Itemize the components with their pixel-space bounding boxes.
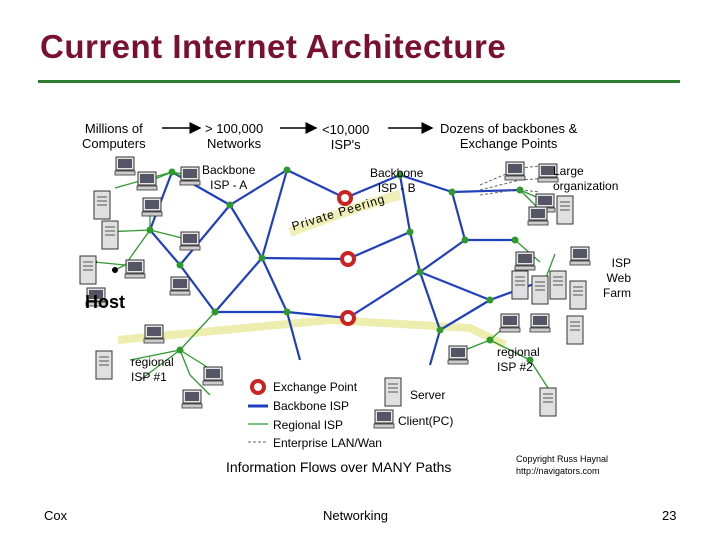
legend-backbone-isp: Backbone ISP bbox=[273, 399, 350, 413]
label-isp-web-farm: ISP Web Farm bbox=[603, 256, 631, 300]
label-regional-1: regional ISP #1 bbox=[131, 355, 174, 384]
regional-band bbox=[117, 315, 507, 349]
backbone-links bbox=[148, 169, 546, 366]
caption: Information Flows over MANY Paths bbox=[226, 459, 452, 475]
legend-regional-isp: Regional ISP bbox=[273, 418, 344, 432]
exchange-point-3 bbox=[340, 310, 356, 326]
host-node-2 bbox=[112, 267, 118, 273]
legend-client: Client(PC) bbox=[398, 414, 454, 428]
legend-client-icon bbox=[373, 409, 395, 429]
label-regional-2: regional ISP #2 bbox=[497, 345, 540, 374]
label-host: Host bbox=[85, 292, 125, 312]
legend-exchange-icon bbox=[250, 379, 266, 395]
copyright: Copyright Russ Haynal bbox=[516, 454, 609, 464]
exchange-point-2 bbox=[340, 251, 356, 267]
legend-exchange-point: Exchange Point bbox=[273, 380, 358, 394]
title-rule bbox=[38, 80, 680, 83]
label-backbone-a: Backbone ISP - A bbox=[202, 163, 256, 192]
footer-left: Cox bbox=[44, 508, 68, 523]
legend-server: Server bbox=[410, 388, 446, 402]
legend-server-icon bbox=[384, 377, 402, 407]
label-large-org: Large organization bbox=[553, 164, 619, 193]
label-backbone-b: Backbone ISP - B bbox=[370, 166, 424, 195]
url: http://navigators.com bbox=[516, 466, 600, 476]
footer-right: 23 bbox=[662, 508, 677, 523]
label-networks: > 100,000 Networks bbox=[205, 121, 264, 151]
label-millions: Millions of Computers bbox=[82, 121, 146, 151]
private-peering-band bbox=[288, 190, 402, 237]
footer-center: Networking bbox=[323, 508, 389, 523]
label-backbones: Dozens of backbones & Exchange Points bbox=[440, 121, 578, 151]
page-title: Current Internet Architecture bbox=[40, 28, 507, 65]
backbone-nodes bbox=[146, 166, 549, 364]
label-isps: <10,000 ISP's bbox=[322, 122, 370, 152]
legend-box bbox=[242, 372, 468, 452]
legend-enterprise: Enterprise LAN/Wan bbox=[273, 436, 382, 450]
